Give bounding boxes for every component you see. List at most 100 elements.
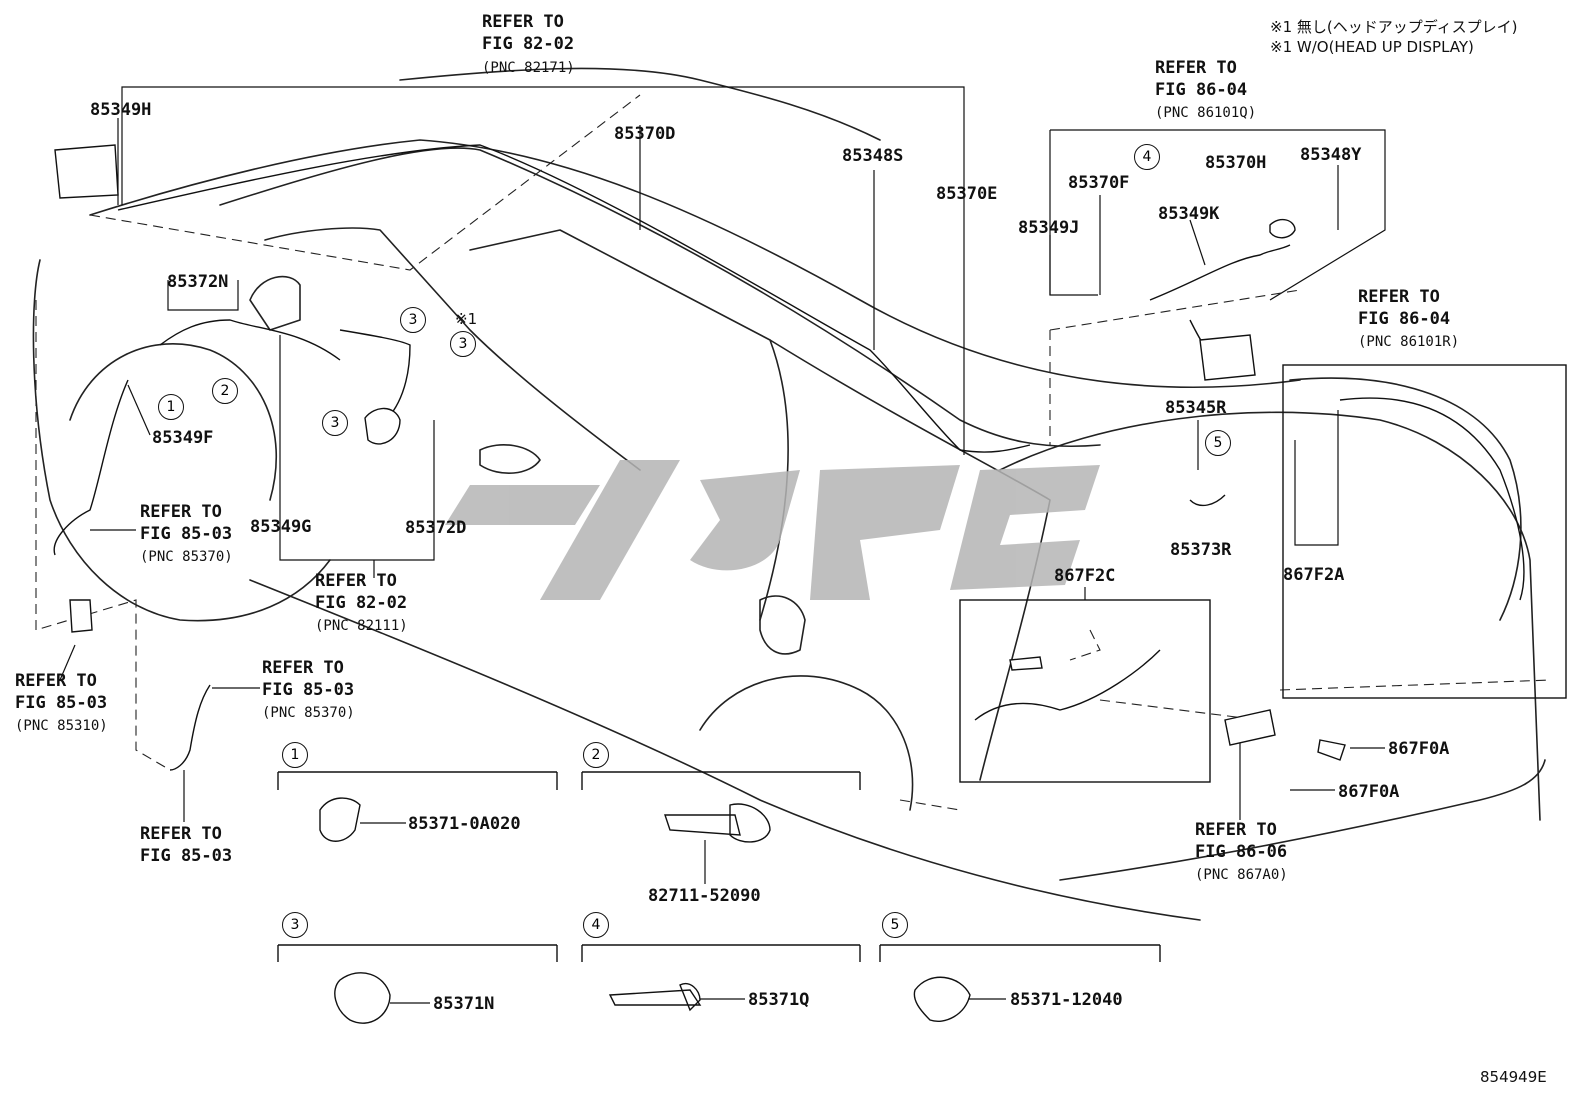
ref-fig86-06-line1[interactable]: REFER TO bbox=[1195, 820, 1277, 840]
part-label-85349H[interactable]: 85349H bbox=[90, 100, 152, 120]
vehicle-front-fender bbox=[32, 259, 331, 622]
ref-fig85-03-a-pnc: (PNC 85370) bbox=[140, 549, 233, 565]
ref-fig85-03-c-line2[interactable]: FIG 85-03 bbox=[262, 680, 355, 700]
figure-id: 854949E bbox=[1480, 1068, 1547, 1086]
callout-1[interactable]: 1 bbox=[158, 394, 184, 420]
vehicle-windshield bbox=[399, 67, 881, 141]
part-label-867F0A-2[interactable]: 867F0A bbox=[1338, 782, 1400, 802]
vehicle-door-line bbox=[469, 229, 789, 621]
detail-4-part[interactable]: 85371Q bbox=[748, 990, 810, 1010]
ref-fig86-04-a-line1[interactable]: REFER TO bbox=[1155, 58, 1237, 78]
ref-fig85-03-a-line2[interactable]: FIG 85-03 bbox=[140, 524, 233, 544]
part-label-85370F[interactable]: 85370F bbox=[1068, 173, 1130, 193]
dashed-guide-3 bbox=[1049, 289, 1301, 331]
detail-4-number: 4 bbox=[583, 912, 609, 938]
ref-fig82-02-top-line1[interactable]: REFER TO bbox=[482, 12, 564, 32]
vehicle-fuel-lid bbox=[759, 595, 806, 655]
harness-867F2C bbox=[974, 649, 1161, 721]
harness-front-washer bbox=[53, 379, 129, 556]
part-label-85349F[interactable]: 85349F bbox=[152, 428, 214, 448]
camera-85348Y-drawing bbox=[1269, 218, 1296, 239]
callout-4[interactable]: 4 bbox=[1134, 144, 1160, 170]
grommet-82711-52090-drawing bbox=[664, 803, 771, 843]
ref-fig85-03-d-line2[interactable]: FIG 85-03 bbox=[140, 846, 233, 866]
rear-grommet-drawing bbox=[364, 407, 401, 445]
ref-fig82-02-top-line2[interactable]: FIG 82-02 bbox=[482, 34, 575, 54]
ref-fig86-06-line2[interactable]: FIG 86-06 bbox=[1195, 842, 1288, 862]
part-label-85372D[interactable]: 85372D bbox=[405, 518, 467, 538]
note-mark-1: ※1 bbox=[455, 310, 478, 328]
bracket-rear-top bbox=[1050, 129, 1386, 301]
rear-connector-drawing bbox=[1199, 334, 1256, 381]
detail-3-part[interactable]: 85371N bbox=[433, 994, 495, 1014]
bracket-867F2A bbox=[1294, 410, 1339, 546]
vehicle-door-handle bbox=[479, 444, 541, 475]
leader-fig85-03-b bbox=[59, 644, 76, 681]
detail-1-part[interactable]: 85371-0A020 bbox=[408, 814, 521, 834]
leader-85349K bbox=[1189, 219, 1206, 266]
part-label-867F2A[interactable]: 867F2A bbox=[1283, 565, 1345, 585]
part-label-85370H[interactable]: 85370H bbox=[1205, 153, 1267, 173]
part-label-85349G[interactable]: 85349G bbox=[250, 517, 312, 537]
ref-fig82-02-b-line2[interactable]: FIG 82-02 bbox=[315, 593, 408, 613]
ref-fig85-03-b-line1[interactable]: REFER TO bbox=[15, 671, 97, 691]
callout-2[interactable]: 2 bbox=[212, 378, 238, 404]
harness-rear-upper bbox=[1149, 244, 1291, 301]
ref-fig82-02-b-line1[interactable]: REFER TO bbox=[315, 571, 397, 591]
callout-3-c[interactable]: 3 bbox=[322, 410, 348, 436]
detail-2-part[interactable]: 82711-52090 bbox=[648, 886, 761, 906]
part-label-85348S[interactable]: 85348S bbox=[842, 146, 904, 166]
sensor-867F0A-drawing bbox=[1317, 739, 1346, 761]
ref-fig86-04-b-line2[interactable]: FIG 86-04 bbox=[1358, 309, 1451, 329]
clip-85371N-drawing bbox=[334, 972, 391, 1024]
part-label-85345R[interactable]: 85345R bbox=[1165, 398, 1227, 418]
ref-fig85-03-a-line1[interactable]: REFER TO bbox=[140, 502, 222, 522]
inset-box-867F2A bbox=[1282, 364, 1567, 699]
ref-fig86-04-b-line1[interactable]: REFER TO bbox=[1358, 287, 1440, 307]
washer-pump-drawing bbox=[69, 599, 93, 633]
clip-85371-12040-drawing bbox=[913, 976, 971, 1022]
part-label-85372N[interactable]: 85372N bbox=[167, 272, 229, 292]
harness-roof-main bbox=[117, 144, 1031, 453]
callout-3-a[interactable]: 3 bbox=[400, 307, 426, 333]
detail-1-number: 1 bbox=[282, 742, 308, 768]
part-label-85349K[interactable]: 85349K bbox=[1158, 204, 1220, 224]
inset-box-867F2C bbox=[959, 599, 1211, 783]
callout-5[interactable]: 5 bbox=[1205, 430, 1231, 456]
dashed-guide-1 bbox=[89, 94, 641, 271]
part-label-85348Y[interactable]: 85348Y bbox=[1300, 145, 1362, 165]
ref-fig86-04-b-pnc: (PNC 86101R) bbox=[1358, 334, 1460, 350]
part-label-85370D[interactable]: 85370D bbox=[614, 124, 676, 144]
dashed-guide-6 bbox=[1099, 699, 1261, 721]
watermark-logo bbox=[445, 460, 1100, 600]
ref-fig82-02-b-pnc: (PNC 82111) bbox=[315, 618, 408, 634]
part-label-867F0A-1[interactable]: 867F0A bbox=[1388, 739, 1450, 759]
harness-center bbox=[339, 329, 411, 426]
detail-5-number: 5 bbox=[882, 912, 908, 938]
part-label-85370E[interactable]: 85370E bbox=[936, 184, 998, 204]
clip-85371Q-drawing bbox=[608, 983, 702, 1012]
part-label-85349J[interactable]: 85349J bbox=[1018, 218, 1080, 238]
note-en: ※1 W/O(HEAD UP DISPLAY) bbox=[1270, 38, 1474, 56]
callout-3-b[interactable]: 3 bbox=[450, 331, 476, 357]
part-label-867F2C[interactable]: 867F2C bbox=[1054, 566, 1116, 586]
ref-fig85-03-c-line1[interactable]: REFER TO bbox=[262, 658, 344, 678]
leader-85349F bbox=[127, 384, 151, 436]
ref-fig85-03-b-line2[interactable]: FIG 85-03 bbox=[15, 693, 108, 713]
ref-fig86-04-a-line2[interactable]: FIG 86-04 bbox=[1155, 80, 1248, 100]
part-label-85373R[interactable]: 85373R bbox=[1170, 540, 1232, 560]
note-jp: ※1 無し(ヘッドアップディスプレイ) bbox=[1270, 18, 1518, 36]
vehicle-roof-rail bbox=[219, 147, 1101, 448]
harness-85373R bbox=[1189, 494, 1226, 507]
vehicle-rear-wheel-arch bbox=[699, 675, 914, 811]
detail-5-part[interactable]: 85371-12040 bbox=[1010, 990, 1123, 1010]
vehicle-rocker bbox=[249, 579, 1201, 921]
detail-3-number: 3 bbox=[282, 912, 308, 938]
ref-fig85-03-d-line1[interactable]: REFER TO bbox=[140, 824, 222, 844]
ref-fig85-03-b-pnc: (PNC 85310) bbox=[15, 718, 108, 734]
vehicle-mirror bbox=[249, 275, 301, 331]
vehicle-rear-bumper bbox=[1059, 759, 1546, 881]
bracket-85349G-85372D bbox=[279, 335, 435, 561]
